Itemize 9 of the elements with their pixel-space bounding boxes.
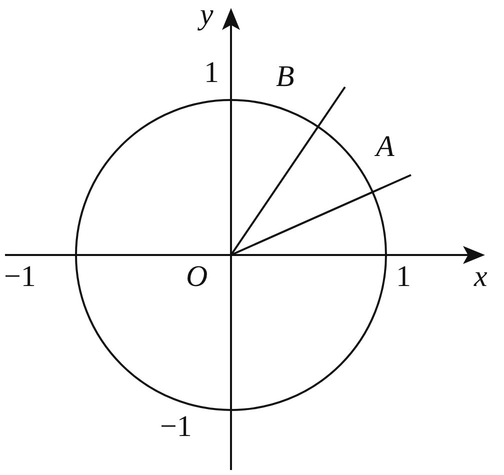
tick-label: −1 (4, 262, 36, 292)
axis-label: y (200, 0, 214, 30)
point-label: A (376, 132, 394, 162)
point-label: B (276, 62, 294, 92)
axis-label: x (474, 262, 488, 292)
tick-label: −1 (160, 412, 192, 442)
tick-label: 1 (204, 58, 219, 88)
tick-label: 1 (396, 262, 411, 292)
origin-label: O (186, 262, 208, 292)
